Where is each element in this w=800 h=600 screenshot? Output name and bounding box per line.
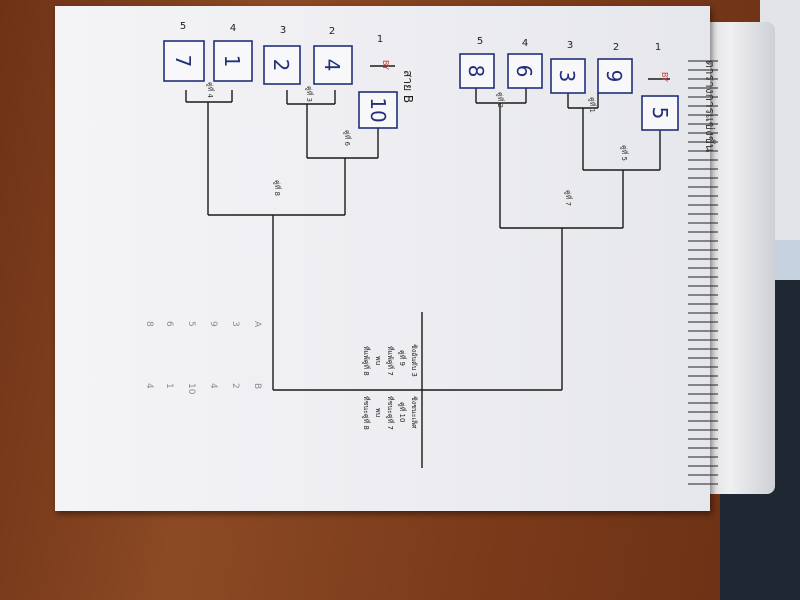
pencil-b-3: 10: [186, 383, 196, 395]
seed-b-4: 4: [230, 23, 236, 34]
bye-label-b: BY: [381, 60, 390, 70]
roll-handwriting: [688, 60, 718, 490]
pencil-a-1: 3: [230, 321, 240, 327]
bye-label-a: BY: [660, 72, 669, 82]
pencil-b-1: 2: [230, 383, 240, 389]
seed-a-2: 2: [613, 42, 619, 53]
pencil-b-5: 4: [144, 383, 154, 389]
pencil-a-5: 8: [144, 321, 154, 327]
final-right-0: ชิงชนะเลิศ: [410, 396, 418, 429]
final-right-2: ที่ชนะคู่ที่ 7: [386, 396, 395, 430]
pencil-b-2: 4: [208, 383, 218, 389]
pool-a-box-3: 3: [555, 70, 579, 83]
final-left-0: ชิงอันดับ 3: [410, 344, 418, 377]
final-right-4: ที่ชนะคู่ที่ 8: [362, 396, 371, 430]
pool-b-box-3: 2: [269, 59, 293, 72]
pencil-a-4: 6: [164, 321, 174, 327]
seed-a-4: 4: [522, 38, 528, 49]
roll-heading: ตารางการแข่งขัน: [703, 60, 717, 152]
match-label-a-4: คู่ที่ 7: [564, 190, 573, 206]
final-left-3: พบ: [374, 356, 382, 365]
pencil-a-3: 5: [186, 321, 196, 327]
seed-b-5: 5: [180, 21, 186, 32]
seed-a-1: 1: [655, 42, 661, 53]
match-label-b-4: คู่ที่ 8: [273, 180, 282, 196]
pencil-a-0: A: [252, 321, 262, 328]
pool-a-box-1: 5: [648, 107, 672, 120]
pencil-a-2: 9: [208, 321, 218, 327]
pool-a-box-4: 6: [512, 65, 536, 78]
match-label-a-2: คู่ที่ 5: [620, 145, 629, 161]
seed-b-2: 2: [329, 26, 335, 37]
pencil-b-4: 1: [164, 383, 174, 389]
seed-a-5: 5: [477, 36, 483, 47]
pencil-b-0: B: [252, 383, 262, 389]
match-label-b-3: คู่ที่ 6: [343, 130, 352, 147]
pool-b-box-5: 7: [171, 55, 195, 68]
pool-label: สาย B: [401, 70, 415, 103]
seed-b-1: 1: [377, 34, 383, 45]
match-label-a-1: คู่ที่ 1: [588, 97, 597, 113]
final-left-2: ที่แพ้คู่ที่ 7: [386, 346, 395, 376]
final-right-1: คู่ที่ 10: [398, 402, 407, 422]
match-label-b-1: คู่ที่ 4: [206, 82, 215, 99]
final-right-3: พบ: [374, 408, 382, 417]
pool-b-box-1: 10: [366, 97, 390, 122]
seed-b-3: 3: [280, 25, 286, 36]
seed-a-3: 3: [567, 40, 573, 51]
pool-b-box-2: 4: [320, 59, 344, 72]
pool-a-box-2: 9: [602, 70, 626, 83]
final-left-4: ที่แพ้คู่ที่ 8: [362, 346, 371, 376]
pool-b-box-4: 1: [220, 55, 244, 68]
match-label-a-3: คู่ที่ 2: [496, 92, 505, 108]
pool-a-box-5: 8: [464, 65, 488, 78]
final-left-1: คู่ที่ 9: [398, 350, 407, 366]
match-label-b-2: คู่ที่ 3: [305, 86, 314, 102]
